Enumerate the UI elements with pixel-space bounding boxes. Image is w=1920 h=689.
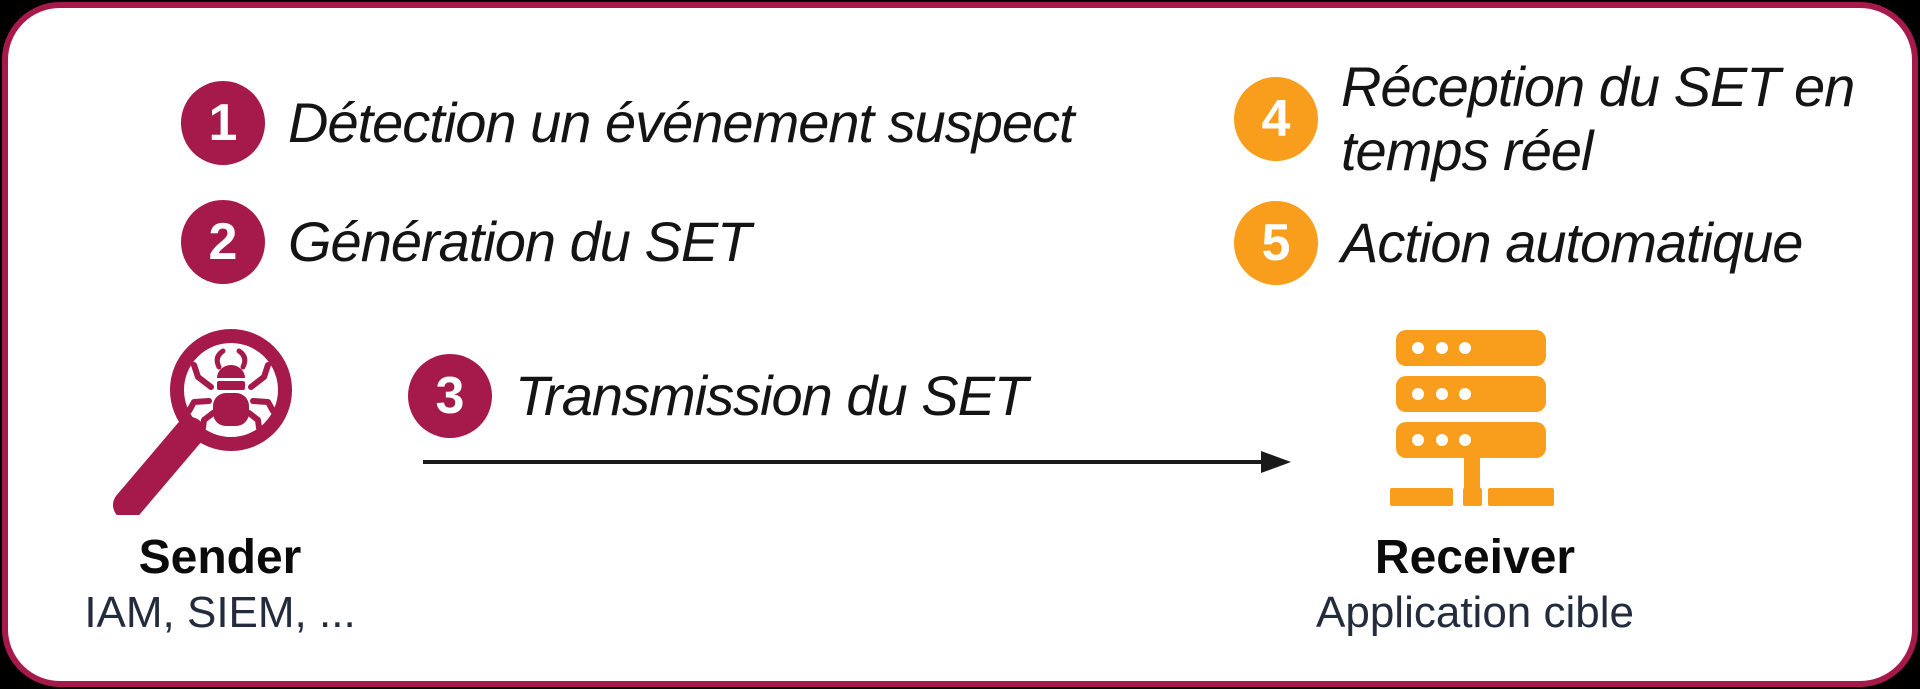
step-4-label: Réception du SET en temps réel	[1341, 55, 1855, 182]
step-3-label: Transmission du SET	[515, 364, 1028, 427]
step-5: 5 Action automatique	[1234, 201, 1803, 285]
step-4: 4 Réception du SET en temps réel	[1234, 55, 1901, 183]
bug-magnifier-icon	[113, 329, 292, 515]
step-3: 3 Transmission du SET	[408, 354, 1028, 438]
step-5-number: 5	[1261, 214, 1291, 272]
receiver-title: Receiver	[1374, 531, 1576, 584]
step-2-number-badge: 2	[181, 200, 265, 284]
step-2-number: 2	[208, 213, 238, 271]
step-3-number: 3	[435, 367, 465, 425]
step-1-number: 1	[208, 94, 238, 152]
receiver-subtitle: Application cible	[1316, 588, 1634, 637]
step-3-number-badge: 3	[408, 354, 492, 438]
step-1-number-badge: 1	[181, 81, 265, 165]
transmission-arrow	[423, 451, 1291, 473]
receiver-entity: Receiver Application cible	[1290, 533, 1660, 637]
step-5-label: Action automatique	[1341, 211, 1803, 274]
step-4-number-badge: 4	[1234, 77, 1318, 161]
step-2-label: Génération du SET	[288, 210, 751, 273]
step-1: 1 Détection un événement suspect	[181, 81, 1075, 165]
sender-subtitle: IAM, SIEM, ...	[84, 588, 356, 637]
step-4-number: 4	[1261, 90, 1291, 148]
step-5-number-badge: 5	[1234, 201, 1318, 285]
step-1-label: Détection un événement suspect	[288, 91, 1075, 154]
server-icon	[1390, 330, 1554, 506]
sender-title: Sender	[138, 531, 302, 584]
step-2: 2 Génération du SET	[181, 200, 751, 284]
sender-entity: Sender IAM, SIEM, ...	[60, 533, 380, 637]
